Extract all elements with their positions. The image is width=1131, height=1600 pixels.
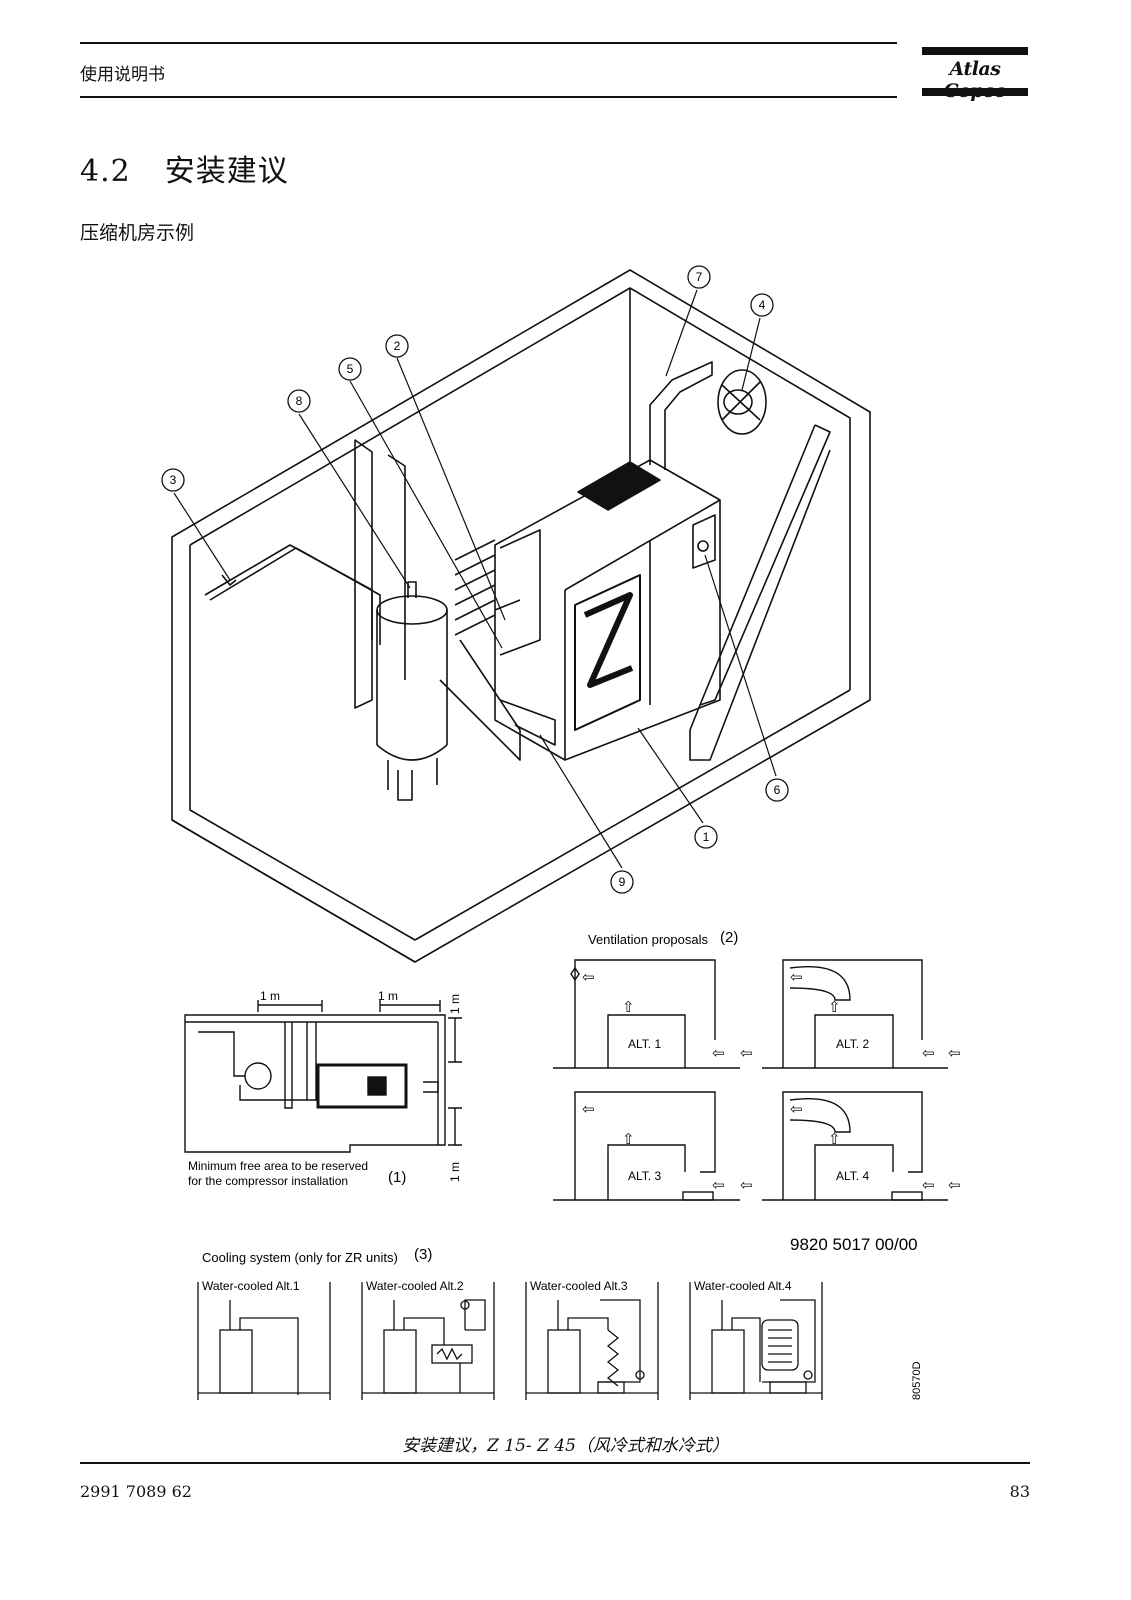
svg-text:⇦: ⇦ xyxy=(582,1101,595,1118)
callout-circle xyxy=(750,293,774,317)
drawing-id: 80570D xyxy=(911,1361,923,1400)
callout-circle xyxy=(687,265,711,289)
alt-label: ALT. 4 xyxy=(836,1169,869,1183)
svg-text:⇦: ⇦ xyxy=(790,969,803,986)
svg-text:⇦: ⇦ xyxy=(740,1177,753,1194)
callout-label: 4 xyxy=(759,298,766,312)
callout-label: 9 xyxy=(619,875,626,889)
alt-label: ALT. 3 xyxy=(628,1169,661,1183)
cooling-alt-label: Water-cooled Alt.3 xyxy=(530,1279,628,1293)
svg-text:⇦: ⇦ xyxy=(948,1045,961,1062)
header-top-rule xyxy=(80,42,897,44)
cooling-alt-label: Water-cooled Alt.4 xyxy=(694,1279,792,1293)
svg-text:⇦: ⇦ xyxy=(712,1045,725,1062)
ventilation-diagrams xyxy=(553,959,948,1201)
section-heading: 4.2 安装建议 xyxy=(80,146,289,190)
dim-label: 1 m xyxy=(448,994,462,1014)
svg-text:⇧: ⇧ xyxy=(828,999,841,1016)
svg-text:⇦: ⇦ xyxy=(712,1177,725,1194)
free-area-label-2: for the compressor installation xyxy=(188,1174,348,1188)
ventilation-ref: (2) xyxy=(720,929,738,946)
dim-label: 1 m xyxy=(260,989,280,1003)
cooling-ref: (3) xyxy=(414,1246,432,1263)
svg-text:⇧: ⇧ xyxy=(622,1131,635,1148)
callout-label: 6 xyxy=(774,783,781,797)
alt-label: ALT. 1 xyxy=(628,1037,661,1051)
doc-number: 9820 5017 00/00 xyxy=(790,1235,918,1254)
section-subtitle: 压缩机房示例 xyxy=(80,222,195,244)
callout-circle xyxy=(385,334,409,358)
ventilation-title: Ventilation proposals xyxy=(588,932,708,947)
svg-text:⇦: ⇦ xyxy=(790,1101,803,1118)
cooling-diagrams xyxy=(197,1282,823,1400)
callout-circle xyxy=(287,389,311,413)
header-title: 使用说明书 xyxy=(80,65,165,85)
svg-text:⇦: ⇦ xyxy=(922,1045,935,1062)
footer-doc-code: 2991 7089 62 xyxy=(80,1482,192,1501)
header-bottom-rule xyxy=(80,96,897,98)
free-area-plan xyxy=(184,1000,462,1153)
callout-circle xyxy=(765,778,789,802)
svg-text:⇦: ⇦ xyxy=(922,1177,935,1194)
callout-circle xyxy=(694,825,718,849)
svg-text:⇧: ⇧ xyxy=(828,1131,841,1148)
section-number: 4.2 xyxy=(80,154,131,189)
callout-circle xyxy=(338,357,362,381)
free-area-ref: (1) xyxy=(388,1169,406,1186)
svg-text:⇧: ⇧ xyxy=(622,999,635,1016)
logo-bar-bottom xyxy=(922,88,1028,96)
callout-label: 1 xyxy=(703,830,710,844)
callout-circle xyxy=(610,870,634,894)
cooling-title: Cooling system (only for ZR units) xyxy=(202,1250,398,1265)
dim-label: 1 m xyxy=(448,1162,462,1182)
footer-rule xyxy=(80,1462,1030,1464)
cooling-alt-label: Water-cooled Alt.2 xyxy=(366,1279,464,1293)
callout-circle xyxy=(161,468,185,492)
svg-text:⇦: ⇦ xyxy=(740,1045,753,1062)
callout-label: 7 xyxy=(696,270,703,284)
free-area-label-1: Minimum free area to be reserved xyxy=(188,1159,368,1173)
section-title: 安装建议 xyxy=(164,154,289,189)
callout-label: 3 xyxy=(170,473,177,487)
svg-text:⇦: ⇦ xyxy=(582,969,595,986)
page-number: 83 xyxy=(1009,1482,1030,1501)
callout-label: 8 xyxy=(296,394,303,408)
figure-caption: 安装建议，Z 15- Z 45（风冷式和水冷式） xyxy=(402,1436,729,1456)
callout-label: 5 xyxy=(347,362,354,376)
alt-label: ALT. 2 xyxy=(836,1037,869,1051)
callout-label: 2 xyxy=(394,339,401,353)
cooling-alt-label: Water-cooled Alt.1 xyxy=(202,1279,300,1293)
logo-bar-top xyxy=(922,47,1028,55)
svg-text:⇦: ⇦ xyxy=(948,1177,961,1194)
dim-label: 1 m xyxy=(378,989,398,1003)
